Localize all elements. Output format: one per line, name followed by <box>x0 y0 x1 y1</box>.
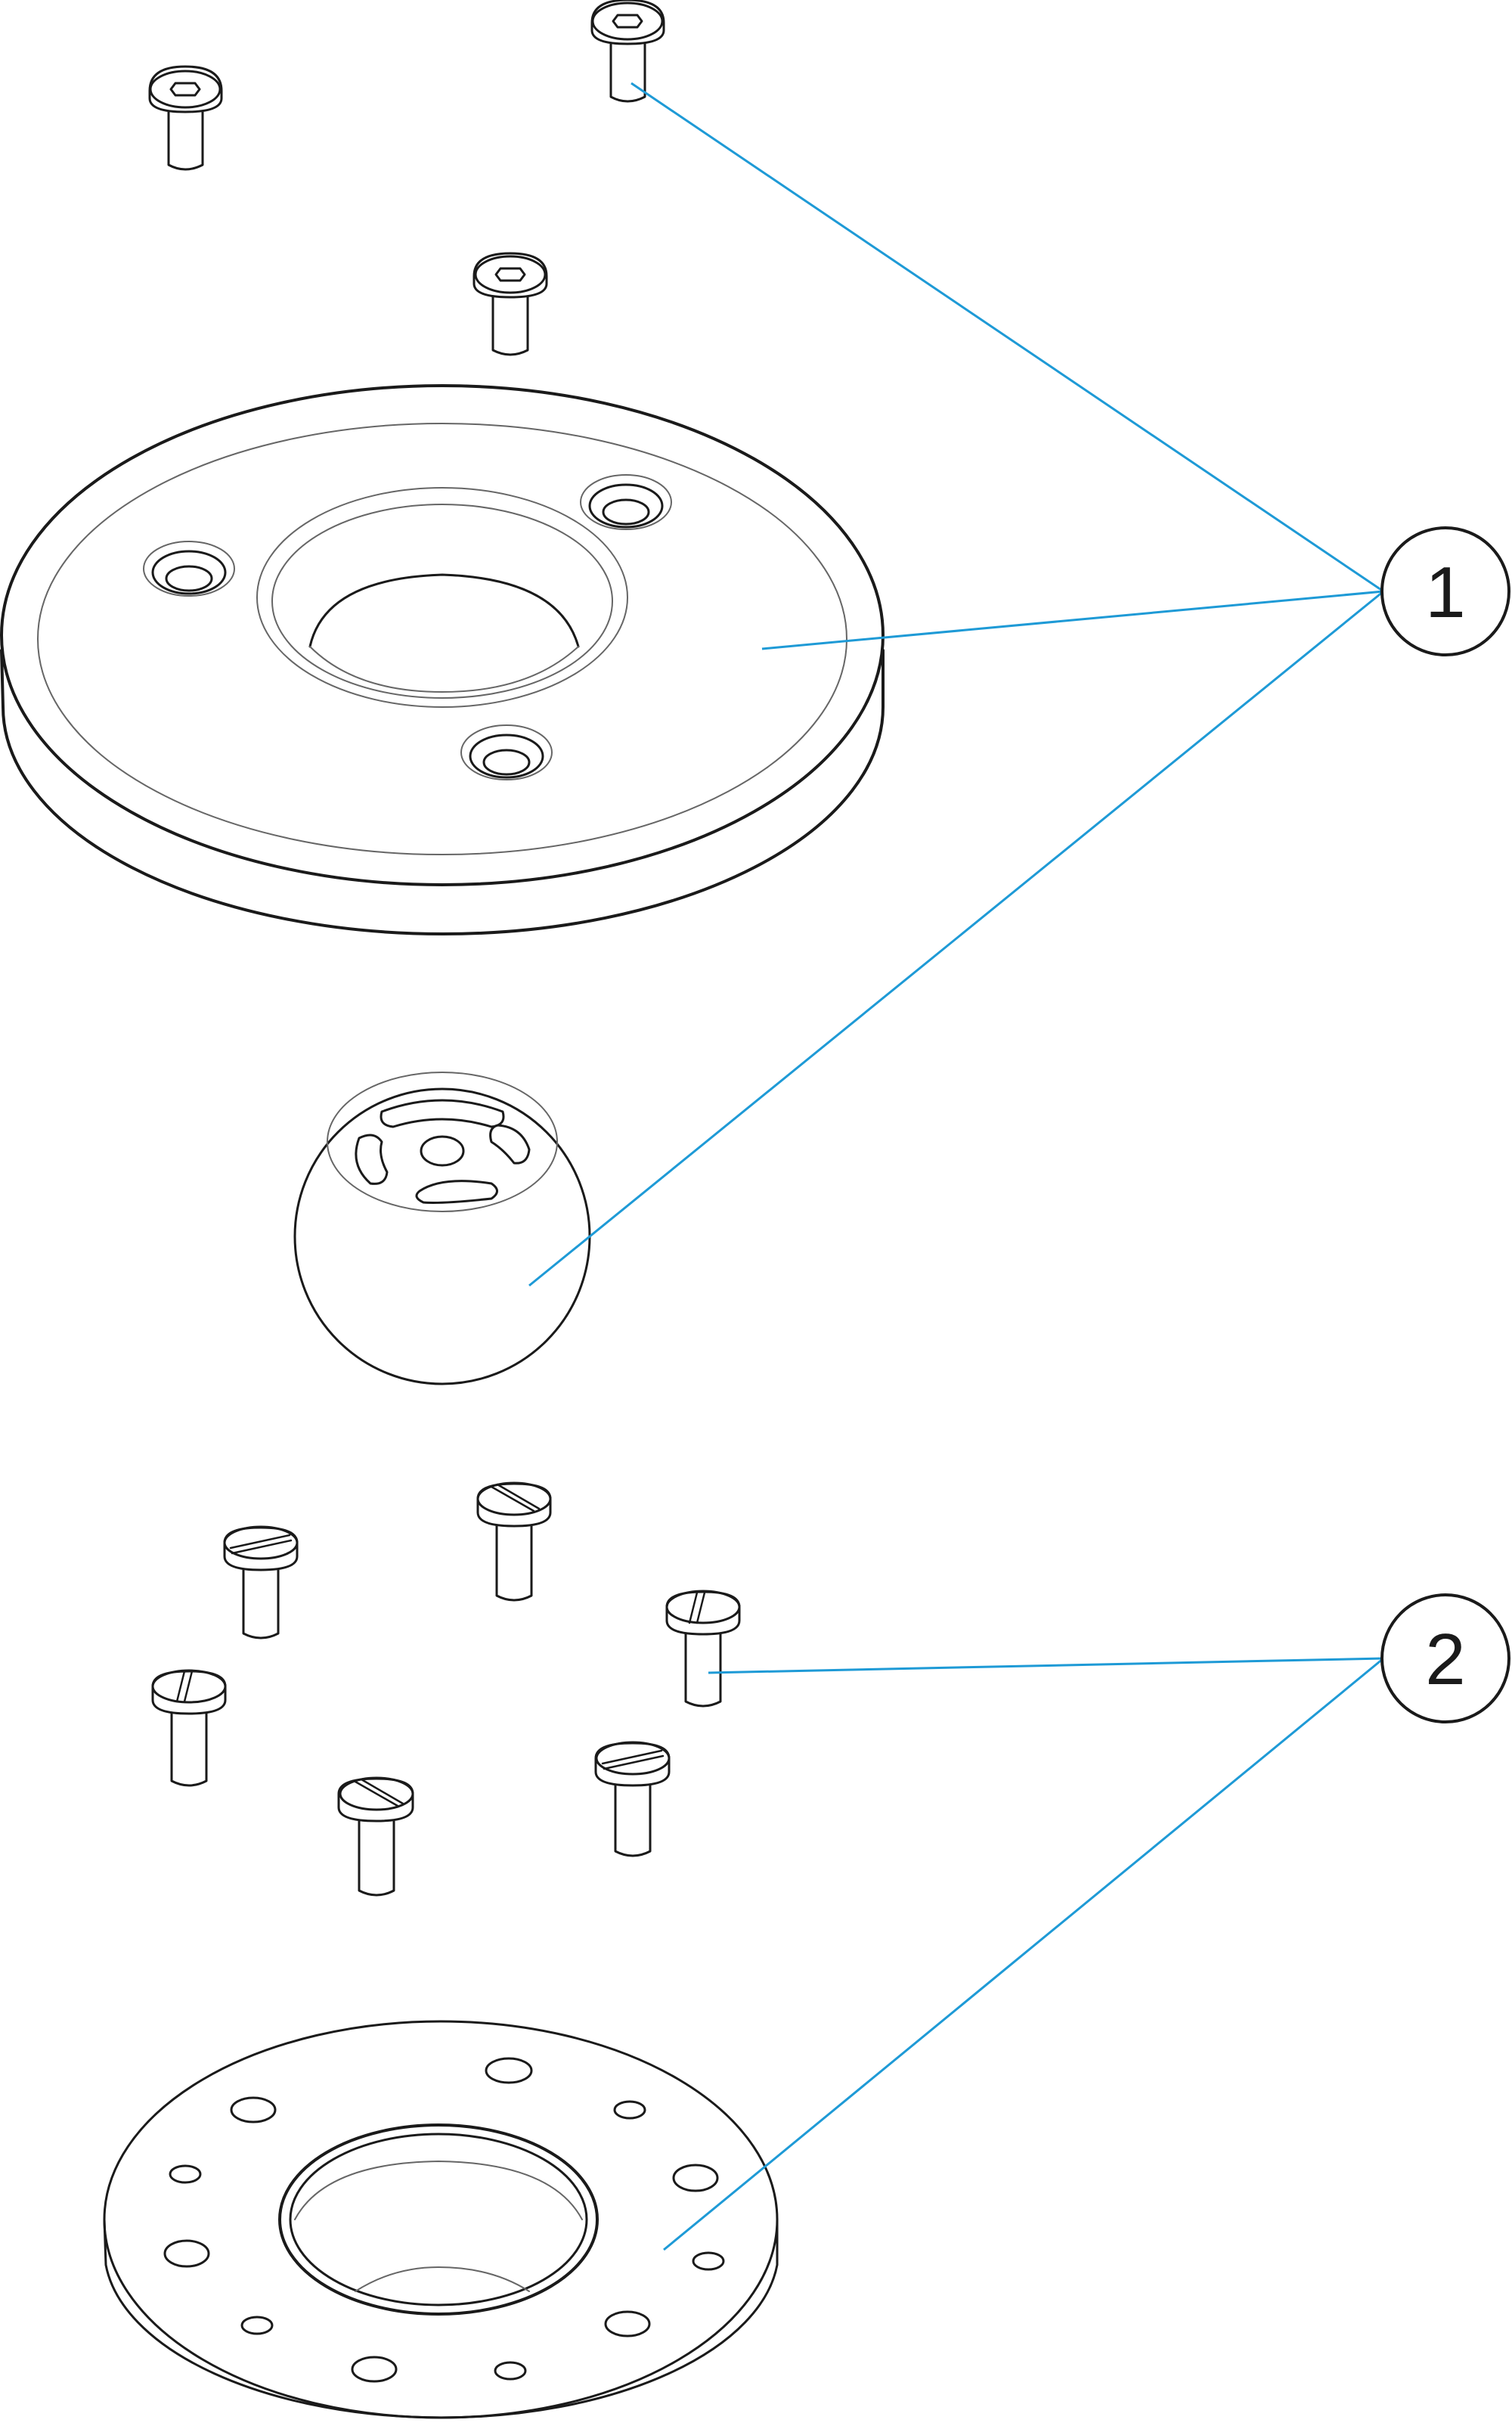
base-plate <box>0 384 885 935</box>
flange-holes <box>163 2057 725 2383</box>
countersink-hole-right <box>580 474 672 530</box>
slotted-screw-4 <box>151 1669 227 1787</box>
ball-mount <box>293 1072 591 1385</box>
callout-2: 2 <box>1380 1593 1510 1723</box>
slotted-screw-2 <box>476 1481 552 1602</box>
hex-screw-top-left <box>148 65 223 171</box>
hex-screw-middle <box>472 252 548 356</box>
slotted-screw-6 <box>594 1741 671 1857</box>
slotted-screw-1 <box>223 1525 299 1639</box>
countersink-hole-left <box>143 541 235 597</box>
leader-lines <box>528 82 1384 2251</box>
slotted-screw-5 <box>337 1776 414 1897</box>
slotted-screw-3 <box>665 1590 741 1708</box>
flange-ring <box>103 2020 779 2419</box>
hex-screw-top-center <box>590 0 665 103</box>
callout-2-label: 2 <box>1425 1619 1465 1700</box>
countersink-hole-bottom <box>460 724 553 780</box>
callout-1-label: 1 <box>1425 552 1465 633</box>
callout-1: 1 <box>1380 526 1510 656</box>
